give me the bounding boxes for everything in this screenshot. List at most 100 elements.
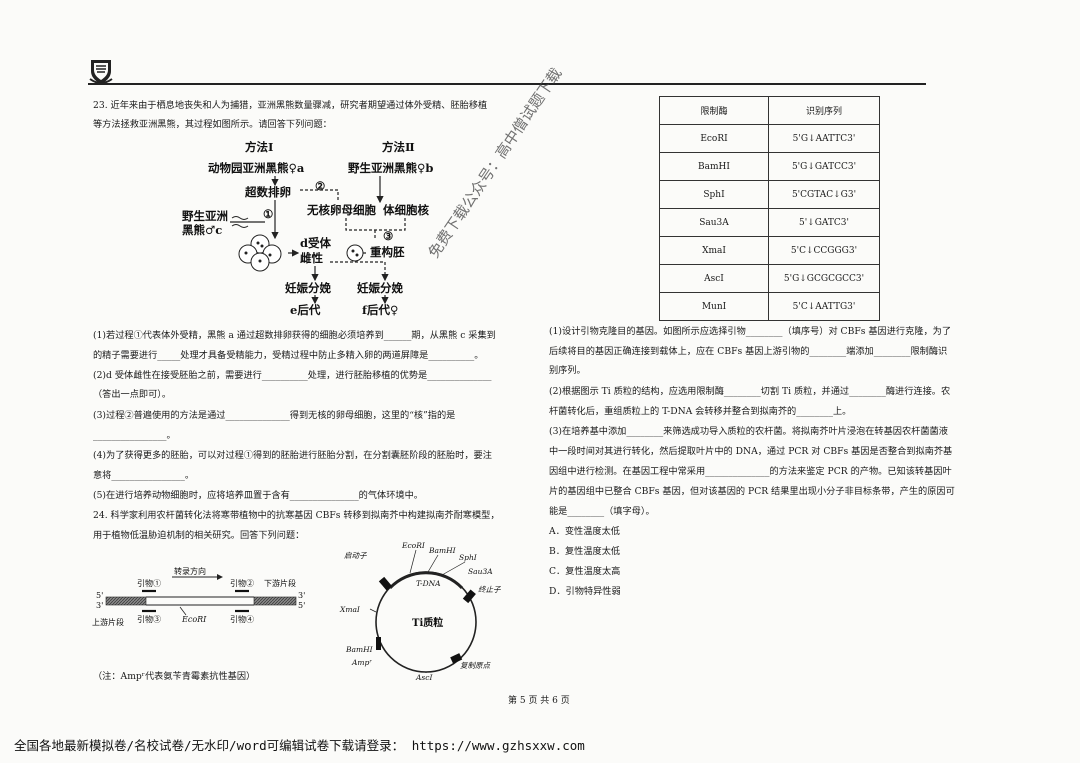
gene-primer-diagram: 转录方向 引物① 引物② 下游片段 5' 3' 3' 5' 上游片段 引物③ E… [92,566,305,627]
option-b: B．复性温度太低 [549,546,621,557]
enzyme-name: EcoRⅠ [659,124,769,153]
q23-part4-line1: (4)为了获得更多的胚胎，可以对过程①得到的胚胎进行胚胎分割，在分割囊胚阶段的胚… [93,450,492,461]
q24-stem-line1: 24. 科学家利用农杆菌转化法将寒带植物中的抗寒基因 CBFs 转移到拟南芥中构… [93,510,500,521]
enzyme-name: SphⅠ [659,180,769,209]
amp-resistance-label: Ampʳ [351,658,372,667]
q24-part2-line2: 杆菌转化后，重组质粒上的 T-DNA 会转移并整合到拟南芥的________上。 [549,406,852,417]
promoter-label: 启动子 [344,551,367,560]
primer3-label: 引物③ [137,614,161,624]
table-header-enzyme: 限制酶 [659,96,769,125]
recipient-d-label1: d受体 [300,236,332,250]
bear-c-label1: 野生亚洲 [182,209,228,223]
three-prime-right: 3' [298,591,305,600]
ti-plasmid-name: Ti质粒 [412,616,443,629]
five-prime-left: 5' [96,591,103,600]
recognition-sequence: 5'G↓GCGCGCC3' [768,264,880,293]
enzyme-name: Sau3A [659,208,769,237]
superovulation-label: 超数排卵 [244,185,291,199]
q23-part3-line1: (3)过程②普遍使用的方法是通过______________得到无核的卵母细胞，… [93,410,456,421]
q24-part2-line1: (2)根据图示 Ti 质粒的结构，应选用限制酶________切割 Ti 质粒，… [549,386,951,397]
recognition-sequence: 5'G↓AATTC3' [768,124,880,153]
pregnancy1-label: 妊娠分娩 [285,281,331,295]
recipient-d-label2: 雌性 [300,251,323,265]
enucleated-oocyte-label: 无核卵母细胞 [306,203,376,217]
q24-part3-line5: 能是________（填字母）。 [549,506,655,517]
q23-part1-line2: 的精子需要进行_____处理才具备受精能力，受精过程中防止多精入卵的两道屏障是_… [93,350,484,361]
enzyme-name: BamHⅠ [659,152,769,181]
q24-part3-line2: 中一段时间对其进行转化，然后提取叶片中的 DNA，通过 PCR 对 CBFs 基… [549,446,953,457]
q23-part2-line2: （答出一点即可）。 [93,389,172,400]
enzyme-name: MunⅠ [659,292,769,321]
q24-stem-line2: 用于植物低温胁迫机制的相关研究。回答下列问题： [93,530,305,541]
plasmid-xmai-label: XmaⅠ [339,605,361,614]
bear-a-label: 动物园亚洲黑熊♀a [208,161,305,175]
method2-label: 方法Ⅱ [382,140,415,154]
plasmid-bamhi-label: BamHⅠ [428,546,457,555]
ecori-site-label: EcoRⅠ [181,615,207,624]
offspring-f-label: f后代♀ [362,303,398,317]
q23-part2-line1: (2)d 受体雌性在接受胚胎之前，需要进行__________处理，进行胚胎移植… [93,370,492,381]
page-number: 第 5 页 共 6 页 [508,696,570,706]
somatic-nucleus-label: 体细胞核 [383,203,429,217]
q23-part3-line2: ________________。 [93,430,176,441]
q24-part1-line1: (1)设计引物克隆目的基因。如图所示应选择引物________（填序号）对 CB… [549,326,952,337]
recognition-sequence: 5'C↓CCGGG3' [768,236,880,265]
q23-part1-line1: (1)若过程①代表体外受精，黑熊 a 通过超数排卵获得的细胞必须培养到_____… [93,330,496,341]
q24-part1-line2: 后续将目的基因正确连接到载体上，应在 CBFs 基因上游引物的________端… [549,346,948,357]
plasmid-asci-label: AscⅠ [415,673,433,682]
offspring-e-label: e后代 [290,303,321,317]
plasmid-ecori-label: EcoRⅠ [401,541,426,550]
recognition-sequence: 5'↓GATC3' [768,208,880,237]
primer4-label: 引物④ [230,614,254,624]
downstream-label: 下游片段 [264,578,296,588]
recognition-sequence: 5'CGTAC↓G3' [768,180,880,209]
primer1-label: 引物① [137,578,161,588]
bear-b-label: 野生亚洲黑熊♀b [348,161,433,175]
five-prime-right: 5' [298,601,305,610]
plasmid-sau3a-label: Sau3A [468,567,493,576]
reconstructed-embryo-label: 重构胚 [370,245,405,259]
tdna-label: T-DNA [416,579,441,588]
terminator-label: 终止子 [478,585,501,594]
enzyme-name: XmaⅠ [659,236,769,265]
step3-label: ③ [383,229,394,243]
step1-label: ① [263,207,274,221]
primer2-label: 引物② [230,578,254,588]
q23-flow-diagram: 方法Ⅰ 方法Ⅱ 动物园亚洲黑熊♀a 野生亚洲黑熊♀b 超数排卵 ② 野生亚洲 黑… [182,140,433,317]
q24-part3-line4: 片的基因组中已整合 CBFs 基因，但对该基因的 PCR 结果里出现小分子非目标… [549,486,955,497]
header-rule [88,83,926,85]
school-crest-icon [89,60,113,84]
download-footer: 全国各地最新模拟卷/名校试卷/无水印/word可编辑试卷下载请登录： https… [14,738,585,753]
plasmid-sphi-label: SphⅠ [459,553,478,562]
replication-origin-label: 复制原点 [460,661,491,670]
upstream-label: 上游片段 [92,617,124,627]
table-header-row: 限制酶 识别序列 [659,96,880,125]
step2-label: ② [315,179,326,193]
table-header-sequence: 识别序列 [768,96,880,125]
q23-stem-line1: 23. 近年来由于栖息地丧失和人为捕猎，亚洲黑熊数量骤减，研究者期望通过体外受精… [93,100,488,111]
ti-plasmid-diagram: 启动子 EcoRⅠ BamHⅠ SphⅠ Sau3A 终止子 T-DNA Xma… [339,541,501,682]
bear-c-label2: 黑熊♂c [182,223,222,237]
recognition-sequence: 5'G↓GATCC3' [768,152,880,181]
q24-note: （注：Ampʳ代表氨苄青霉素抗性基因） [93,671,256,682]
recognition-sequence: 5'C↓AATTG3' [768,292,880,321]
q24-part1-line3: 别序列。 [549,365,586,376]
enzyme-name: AscⅠ [659,264,769,293]
transcription-direction-label: 转录方向 [174,566,206,576]
option-a: A．变性温度太低 [549,526,620,537]
q23-part5: (5)在进行培养动物细胞时，应将培养皿置于含有_______________的气… [93,490,423,501]
option-c: C．复性温度太高 [549,566,621,577]
q24-part3-line1: (3)在培养基中添加________来筛选成功导入质粒的农杆菌。将拟南芥叶片浸泡… [549,426,948,437]
q23-stem-line2: 等方法拯救亚洲黑熊，其过程如图所示。请回答下列问题： [93,119,332,130]
q24-part3-line3: 因组中进行检测。在基因工程中常采用______________的方法来鉴定 PC… [549,466,952,477]
plasmid-bamhi2-label: BamHⅠ [345,645,374,654]
